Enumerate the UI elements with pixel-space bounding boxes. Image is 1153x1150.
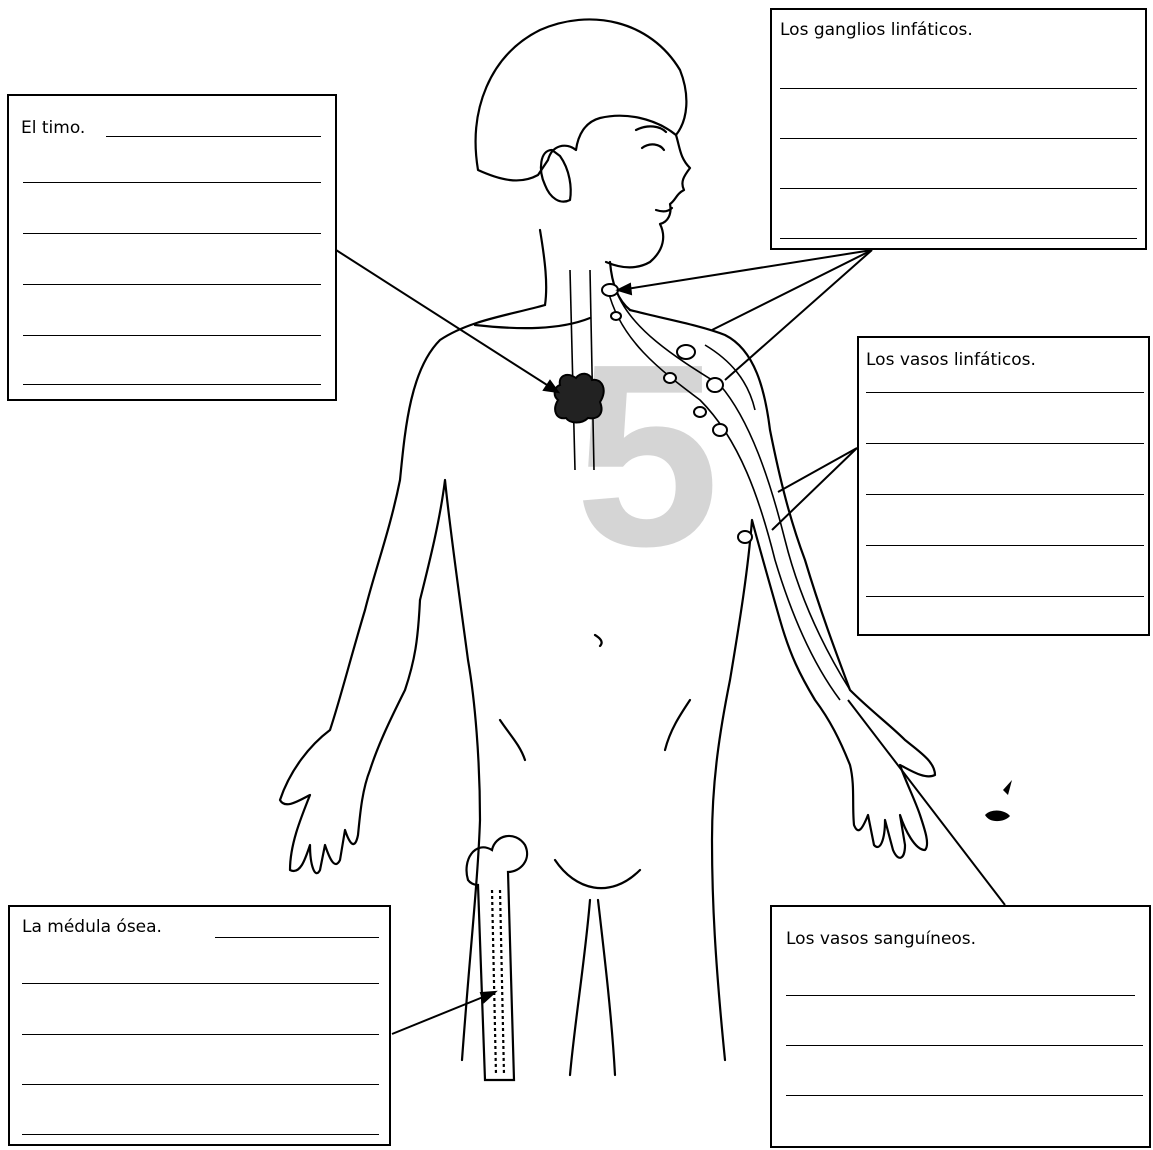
answer-line[interactable]: [106, 136, 321, 137]
lymph-node: [611, 312, 621, 320]
answer-line[interactable]: [786, 995, 1135, 996]
box-bone-marrow: La médula ósea.: [8, 905, 391, 1146]
answer-line[interactable]: [23, 384, 321, 385]
lymph-node: [602, 284, 618, 296]
neck-left: [540, 230, 546, 305]
answer-line[interactable]: [22, 983, 379, 984]
label-blood-vessels: Los vasos sanguíneos.: [786, 929, 980, 949]
leader-thymus: [336, 250, 558, 392]
lymph-node: [694, 407, 706, 417]
lymph-node: [677, 345, 695, 359]
label-bone-marrow: La médula ósea.: [22, 917, 166, 937]
answer-line[interactable]: [780, 238, 1137, 239]
eye: [642, 144, 664, 150]
answer-line[interactable]: [22, 1034, 379, 1035]
answer-line[interactable]: [23, 182, 321, 183]
answer-line[interactable]: [780, 138, 1137, 139]
answer-line[interactable]: [786, 1095, 1143, 1096]
eyebrow: [636, 126, 666, 132]
inner-leg-right: [598, 900, 615, 1075]
answer-line[interactable]: [22, 1084, 379, 1085]
navel: [595, 635, 602, 646]
answer-line[interactable]: [866, 596, 1144, 597]
answer-line[interactable]: [866, 443, 1144, 444]
lymph-node: [713, 424, 727, 436]
answer-line[interactable]: [786, 1045, 1143, 1046]
label-lymph-vessels: Los vasos linfáticos.: [866, 350, 1040, 370]
label-thymus: El timo.: [21, 118, 89, 138]
answer-line[interactable]: [780, 88, 1137, 89]
answer-line[interactable]: [780, 188, 1137, 189]
answer-line[interactable]: [22, 1134, 379, 1135]
box-blood-vessels: Los vasos sanguíneos.: [770, 905, 1151, 1148]
answer-line[interactable]: [23, 335, 321, 336]
femur-bone: [467, 836, 528, 1080]
watermark-digit: 5: [575, 311, 720, 601]
answer-line[interactable]: [866, 392, 1144, 393]
answer-line[interactable]: [866, 494, 1144, 495]
face: [606, 135, 690, 267]
leader-bone-marrow: [392, 993, 493, 1034]
inner-leg-left: [570, 900, 590, 1075]
leader-blood-vessels: [848, 700, 1005, 905]
lymph-node: [707, 378, 723, 392]
torso-left-side: [420, 480, 480, 1060]
ear: [541, 150, 571, 202]
hip-crease-right: [665, 700, 690, 750]
hip-crease-left: [500, 720, 525, 760]
answer-line[interactable]: [23, 284, 321, 285]
clavicle: [475, 318, 590, 328]
thymus-organ: [555, 374, 604, 423]
label-lymph-nodes: Los ganglios linfáticos.: [780, 20, 977, 40]
hair: [476, 19, 687, 180]
answer-line[interactable]: [23, 233, 321, 234]
pelvis: [555, 860, 640, 888]
lymph-node: [738, 531, 752, 543]
box-lymph-vessels: Los vasos linfáticos.: [857, 336, 1150, 636]
answer-line[interactable]: [866, 545, 1144, 546]
box-thymus: El timo.: [7, 94, 337, 401]
box-lymph-nodes: Los ganglios linfáticos.: [770, 8, 1147, 250]
answer-line[interactable]: [215, 937, 379, 938]
ink-smudge: [985, 780, 1012, 821]
femur-marrow: [492, 890, 504, 1075]
lymph-node: [664, 373, 676, 383]
